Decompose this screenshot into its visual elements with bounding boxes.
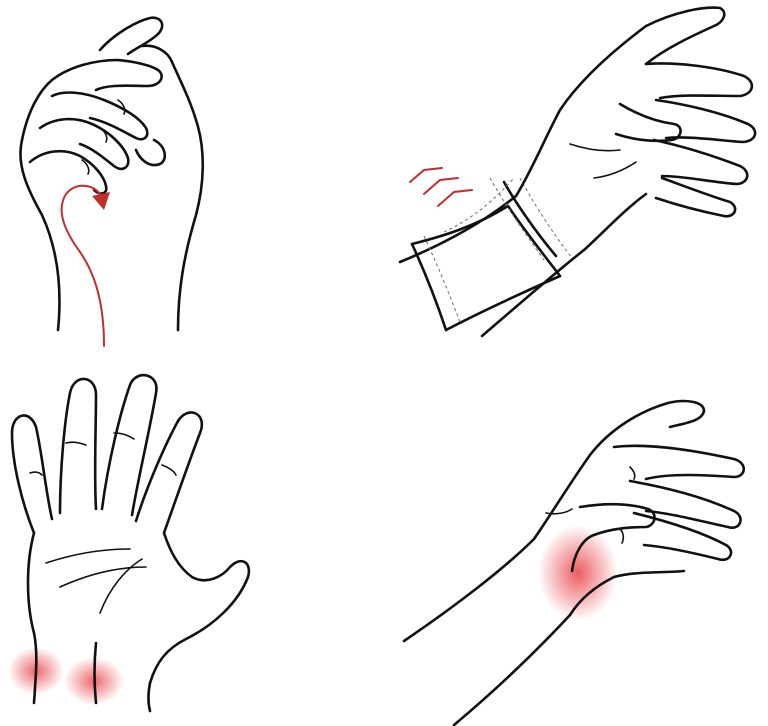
fist-hand-icon <box>0 0 384 363</box>
motion-arrows-icon <box>410 168 472 206</box>
fist-hand-panel <box>0 0 384 363</box>
open-palm-panel <box>0 363 384 726</box>
thumb-pain-glow <box>538 525 618 621</box>
side-hand-icon <box>384 363 768 726</box>
splint-hand-panel <box>384 0 768 363</box>
side-hand-panel <box>384 363 768 726</box>
open-palm-icon <box>0 363 384 726</box>
splint-hand-icon <box>384 0 768 363</box>
nerve-path-arrowhead <box>92 192 110 210</box>
nerve-path-line <box>62 186 104 346</box>
